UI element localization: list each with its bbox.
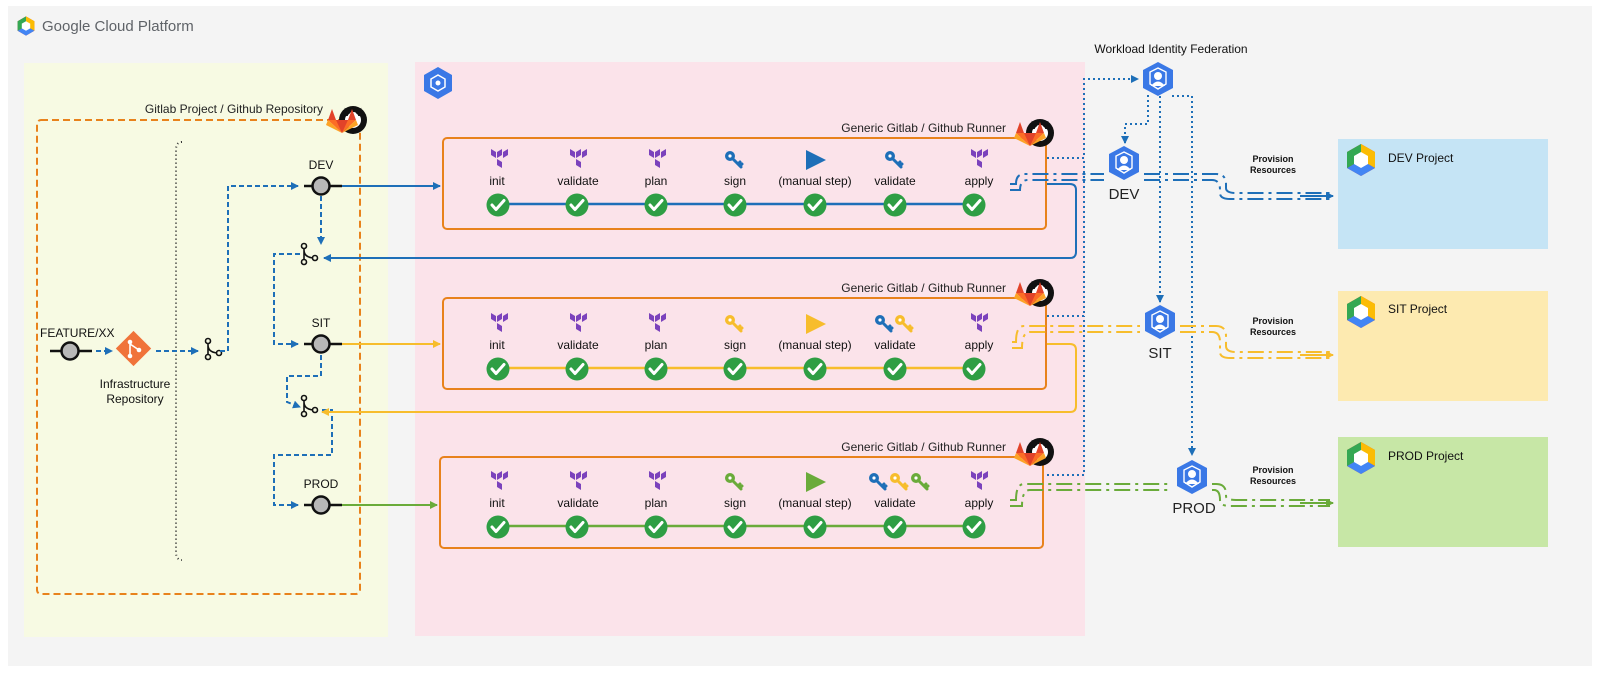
stage-label-plan: plan bbox=[645, 496, 668, 510]
stage-label-validate-key: validate bbox=[874, 496, 916, 510]
play-icon bbox=[806, 314, 826, 334]
dev-branch-label: DEV bbox=[309, 158, 334, 172]
play-icon bbox=[806, 150, 826, 170]
runner-title-dev: Generic Gitlab / Github Runner bbox=[841, 121, 1006, 135]
check-icon bbox=[802, 192, 828, 218]
prod-commit-node bbox=[311, 495, 331, 515]
stage-label-plan: plan bbox=[645, 174, 668, 188]
feature-commit-node bbox=[60, 341, 80, 361]
provision-label-sit-1: Provision bbox=[1252, 316, 1293, 326]
check-icon bbox=[961, 356, 987, 382]
stage-label-manual: (manual step) bbox=[778, 174, 851, 188]
stage-label-sign: sign bbox=[724, 174, 746, 188]
stage-label-plan: plan bbox=[645, 338, 668, 352]
runner-box-sit bbox=[442, 297, 1047, 390]
provision-label-prod-1: Provision bbox=[1252, 465, 1293, 475]
stage-label-init: init bbox=[489, 496, 505, 510]
check-icon bbox=[882, 514, 908, 540]
check-icon bbox=[722, 192, 748, 218]
stage-row-dev: init validate plan sign (manual step) va… bbox=[485, 149, 994, 218]
check-icon bbox=[564, 514, 590, 540]
check-icon bbox=[485, 192, 511, 218]
stage-label-manual: (manual step) bbox=[778, 338, 851, 352]
check-icon bbox=[802, 514, 828, 540]
stage-row-prod: init validate plan sign (manual step) va… bbox=[485, 471, 994, 540]
stage-label-validate: validate bbox=[557, 174, 599, 188]
check-icon bbox=[643, 514, 669, 540]
dev-return-path bbox=[323, 183, 1077, 262]
wif-to-dev-sa bbox=[1121, 95, 1149, 144]
prod-provision-path bbox=[1010, 483, 1330, 507]
stage-label-manual: (manual step) bbox=[778, 496, 851, 510]
sit-branch-label: SIT bbox=[312, 316, 331, 330]
check-icon bbox=[485, 514, 511, 540]
check-icon bbox=[802, 356, 828, 382]
check-icon bbox=[564, 356, 590, 382]
stage-label-apply: apply bbox=[965, 496, 994, 510]
stage-label-apply: apply bbox=[965, 174, 994, 188]
merge-to-sit-path bbox=[273, 253, 300, 348]
platform-title: Google Cloud Platform bbox=[42, 18, 194, 35]
runner-title-prod: Generic Gitlab / Github Runner bbox=[841, 440, 1006, 454]
runner-box-dev bbox=[442, 137, 1047, 230]
stage-label-init: init bbox=[489, 338, 505, 352]
wif-to-prod-sa bbox=[1172, 95, 1196, 456]
stage-label-apply: apply bbox=[965, 338, 994, 352]
sit-project-label: SIT Project bbox=[1388, 302, 1448, 316]
check-icon bbox=[643, 192, 669, 218]
dev-commit-node bbox=[311, 176, 331, 196]
play-icon bbox=[806, 472, 826, 492]
check-icon bbox=[485, 356, 511, 382]
provision-label-dev-2: Resources bbox=[1250, 165, 1296, 175]
check-icon bbox=[643, 356, 669, 382]
prod-branch-label: PROD bbox=[304, 477, 339, 491]
check-icon bbox=[882, 192, 908, 218]
check-icon bbox=[882, 356, 908, 382]
check-icon bbox=[564, 192, 590, 218]
check-icon bbox=[961, 514, 987, 540]
dev-provision-path bbox=[1010, 173, 1330, 200]
sit-return-path bbox=[321, 343, 1077, 416]
stage-label-validate-key: validate bbox=[874, 338, 916, 352]
repository-boundary bbox=[36, 119, 361, 595]
dev-project-label: DEV Project bbox=[1388, 151, 1454, 165]
git-repo-icon bbox=[115, 330, 152, 367]
stage-label-validate: validate bbox=[557, 496, 599, 510]
check-icon bbox=[722, 356, 748, 382]
runner-prod-to-wif bbox=[1047, 316, 1085, 476]
runner-panel bbox=[415, 62, 1085, 636]
check-icon bbox=[961, 192, 987, 218]
repository-title: Gitlab Project / Github Repository bbox=[145, 102, 323, 116]
stage-label-validate-key: validate bbox=[874, 174, 916, 188]
prod-sa-label: PROD bbox=[1172, 500, 1216, 517]
gke-icon bbox=[424, 67, 452, 99]
wif-title: Workload Identity Federation bbox=[1094, 42, 1247, 56]
infra-repo-label-line1: Infrastructure bbox=[100, 377, 171, 391]
stage-label-init: init bbox=[489, 174, 505, 188]
infra-repo-label-line2: Repository bbox=[106, 392, 163, 406]
sit-sa-label: SIT bbox=[1148, 345, 1171, 362]
stage-label-validate: validate bbox=[557, 338, 599, 352]
dev-sa-label: DEV bbox=[1109, 186, 1140, 203]
stage-label-sign: sign bbox=[724, 338, 746, 352]
runner-box-prod bbox=[439, 456, 1044, 549]
merge-to-dev-path bbox=[220, 182, 299, 352]
merge-to-prod-path bbox=[273, 409, 333, 509]
stage-label-sign: sign bbox=[724, 496, 746, 510]
check-icon bbox=[722, 514, 748, 540]
sit-provision-path bbox=[1012, 325, 1330, 359]
sit-commit-node bbox=[311, 334, 331, 354]
stage-row-sit: init validate plan sign (manual step) va… bbox=[485, 313, 994, 382]
runner-title-sit: Generic Gitlab / Github Runner bbox=[841, 281, 1006, 295]
prod-project-label: PROD Project bbox=[1388, 449, 1464, 463]
runner-dev-to-wif bbox=[1047, 75, 1139, 159]
feature-branch-label: FEATURE/XX bbox=[40, 326, 114, 340]
provision-label-dev-1: Provision bbox=[1252, 154, 1293, 164]
provision-label-sit-2: Resources bbox=[1250, 327, 1296, 337]
provision-label-prod-2: Resources bbox=[1250, 476, 1296, 486]
